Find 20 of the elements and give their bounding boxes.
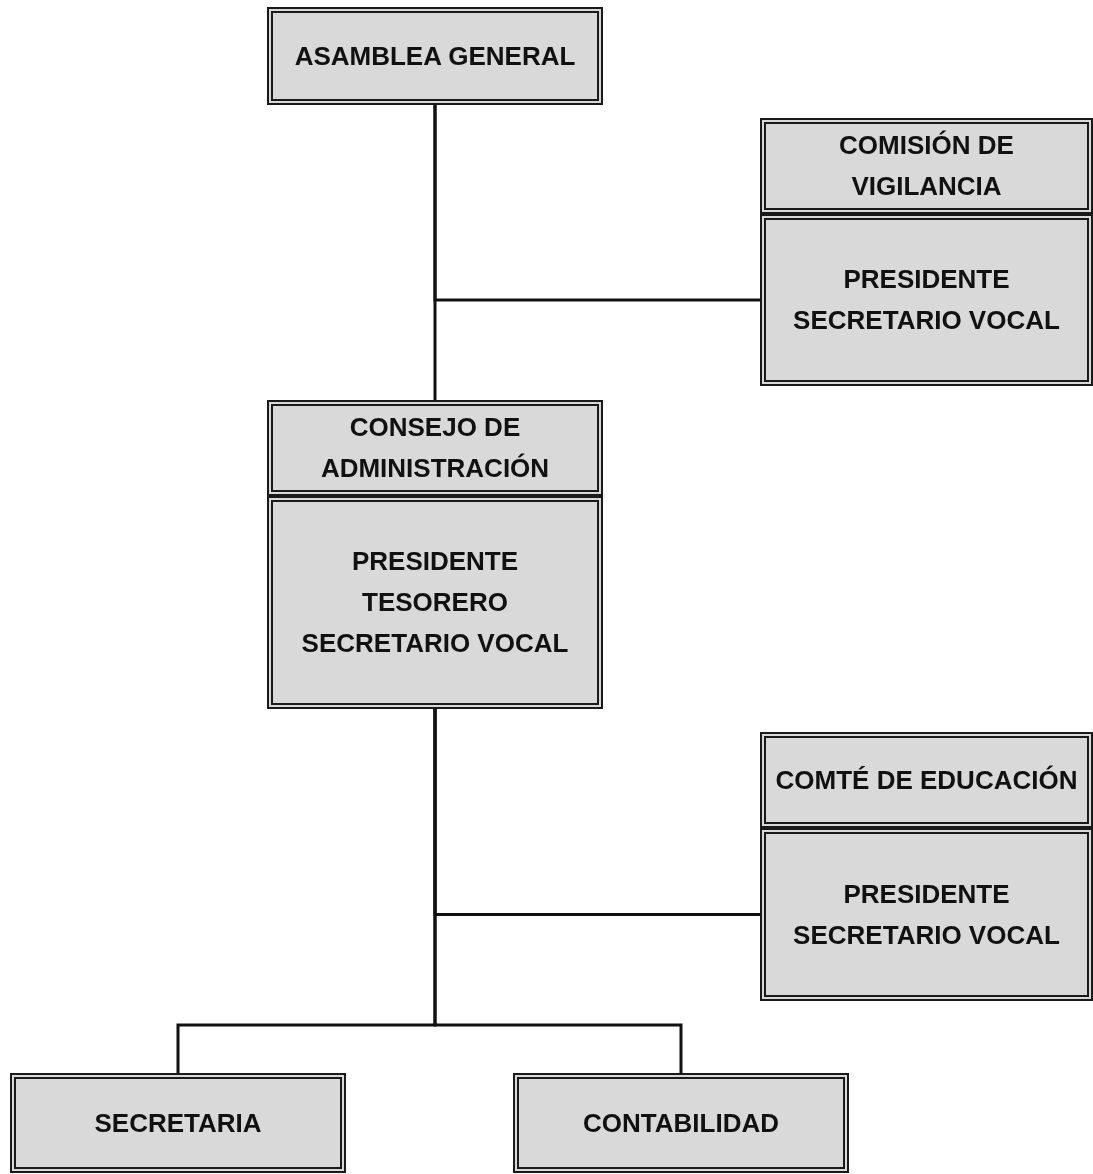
members-box (760, 828, 1093, 1001)
unit-title: PRESIDENTE TESORERO SECRETARIO VOCAL (300, 545, 570, 660)
connector-line (433, 105, 760, 302)
council-header-box (267, 400, 603, 496)
members-box (760, 214, 1093, 386)
department-box (10, 1073, 346, 1173)
unit-title: PRESIDENTE SECRETARIO VOCAL (792, 877, 1061, 952)
connector-line (433, 709, 683, 1073)
unit-title: COMISIÓN DE VIGILANCIA (838, 129, 1015, 203)
unit-title: CONSEJO DE ADMINISTRACIÓN (319, 411, 551, 485)
unit-title: CONTABILIDAD (582, 1106, 780, 1140)
members-box (267, 496, 603, 709)
department-box (513, 1073, 849, 1173)
unit-title: PRESIDENTE SECRETARIO VOCAL (792, 263, 1061, 337)
unit-title: SECRETARIA (93, 1106, 263, 1140)
unit-title: ASAMBLEA GENERAL (293, 39, 577, 73)
committee-header-box (760, 118, 1093, 214)
assembly-box (267, 7, 603, 105)
committee-header-box (760, 732, 1093, 828)
unit-title: COMTÉ DE EDUCACIÓN (774, 763, 1079, 797)
